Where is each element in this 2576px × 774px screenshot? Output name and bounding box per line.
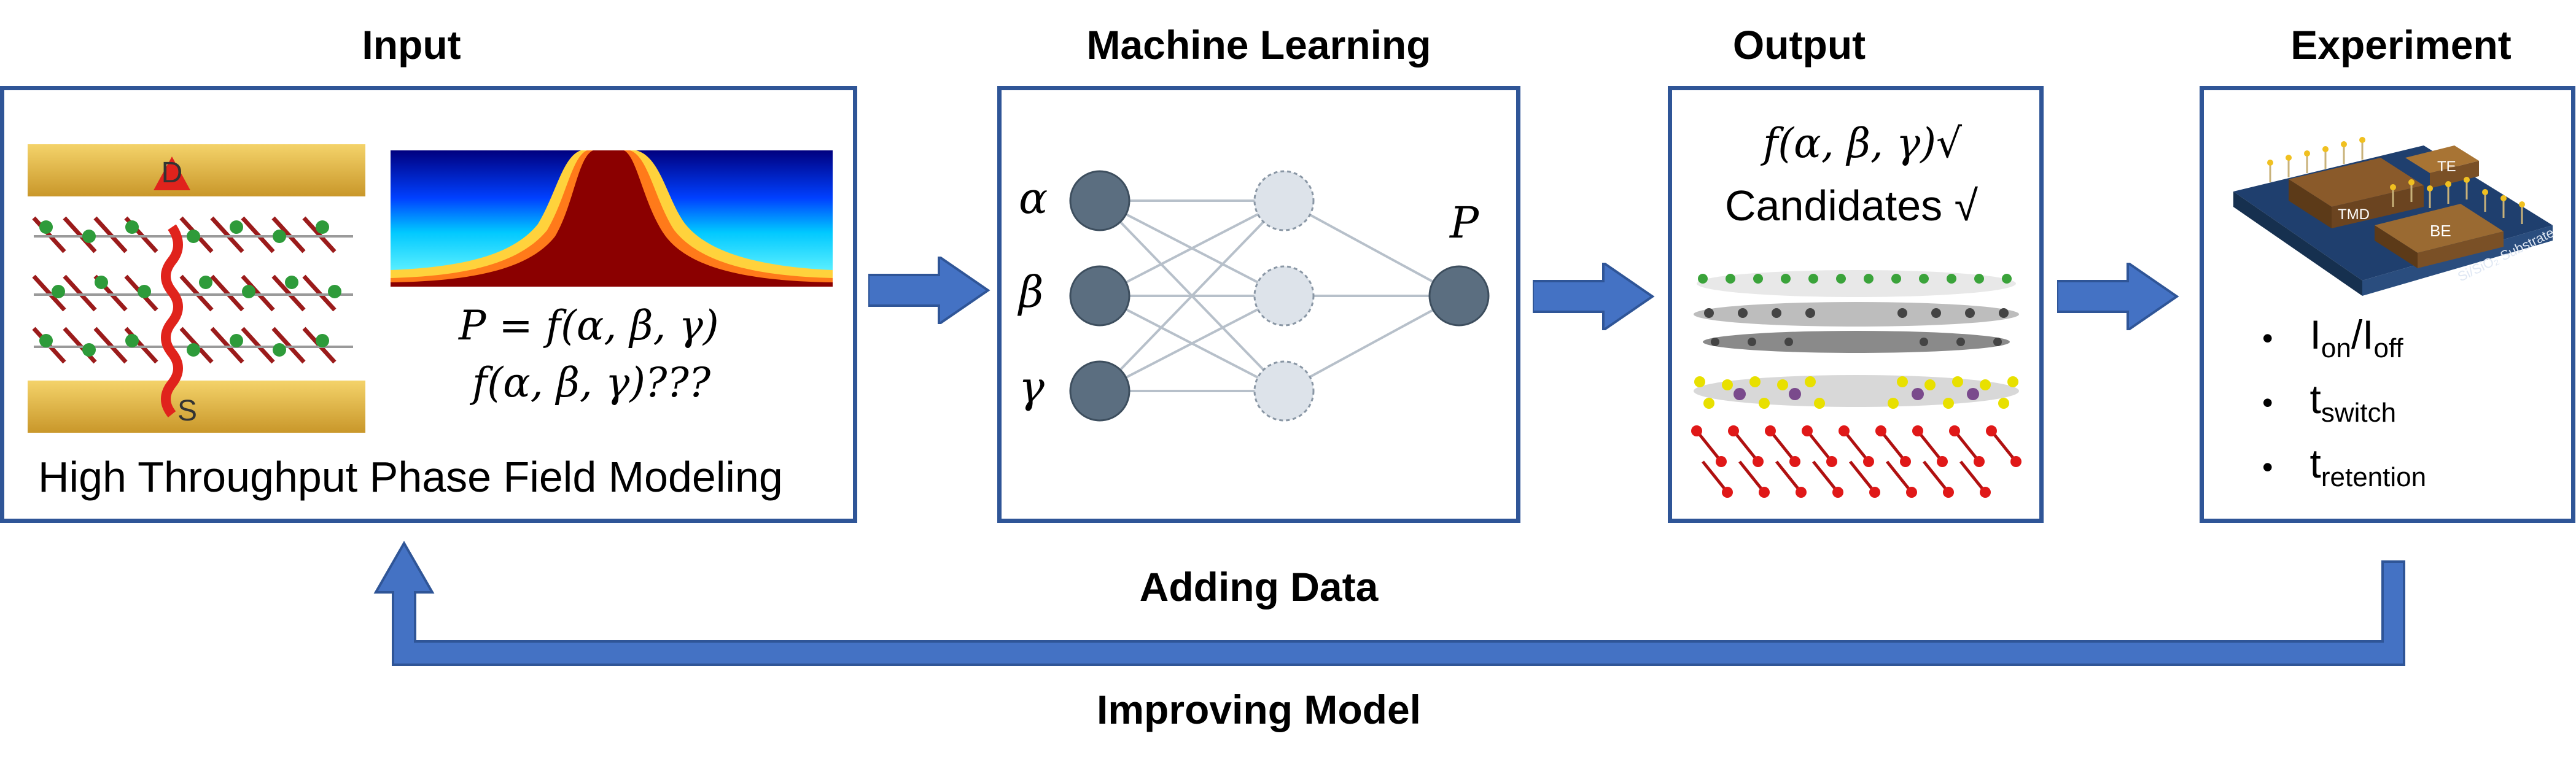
hidden-node (1253, 170, 1315, 231)
device-illustration: TE BE TMD Si/SiO₂ Substrate (2233, 137, 2556, 296)
metric-retention-time: •tretention (2262, 441, 2427, 493)
electrode-label-d: D (161, 157, 183, 189)
ml-panel: α β γ P (997, 86, 1520, 523)
output-node (1428, 265, 1490, 327)
title-input: Input (362, 22, 461, 68)
electrode-label-s: S (177, 395, 197, 427)
yellow-purple-layer (1694, 375, 2019, 409)
arrow-right-icon (2057, 263, 2179, 330)
ferroelectric-device-illustration: D S (28, 144, 365, 433)
input-node-alpha (1069, 170, 1130, 231)
label-alpha: α (1019, 173, 1048, 223)
device-label-tmd: TMD (2338, 206, 2370, 223)
output-function: f(α, β, γ)√ (1763, 120, 1963, 167)
phase-field-map (391, 150, 833, 287)
equation-unknown: f(α, β, γ)??? (472, 359, 711, 406)
arrow-right-icon (1533, 263, 1655, 330)
feedback-label-improving-model: Improving Model (1097, 687, 1421, 732)
neural-network (1069, 170, 1490, 422)
output-candidates: Candidates √ (1725, 182, 1979, 230)
title-experiment: Experiment (2290, 22, 2512, 68)
label-gamma: γ (1019, 362, 1045, 412)
title-output: Output (1732, 22, 1866, 68)
green-layer (1697, 270, 2016, 297)
arrow-right-icon (868, 257, 990, 324)
crystal-lattice (32, 216, 353, 364)
label-p: P (1450, 198, 1479, 248)
input-node-beta (1069, 265, 1130, 327)
label-beta: β (1019, 267, 1044, 317)
feedback-label-adding-data: Adding Data (1139, 564, 1379, 610)
title-machine-learning: Machine Learning (1086, 22, 1431, 68)
equation-p: P = f(α, β, γ) (459, 302, 719, 349)
heterostructure-illustration (1691, 270, 2021, 498)
hidden-node (1253, 265, 1315, 327)
gray-layer (1694, 302, 2019, 353)
device-label-be: BE (2430, 222, 2451, 240)
top-electrode (28, 144, 365, 196)
red-layer (1695, 430, 2017, 493)
input-node-gamma (1069, 360, 1130, 422)
output-panel: f(α, β, γ)√ Candidates √ (1668, 86, 2044, 523)
input-panel: D S P = f(α, β, γ) f(α, β, γ)??? High Th… (0, 86, 857, 523)
metric-on-off-ratio: •Ion/Ioff (2262, 312, 2403, 364)
input-caption: High Throughput Phase Field Modeling (38, 453, 783, 501)
experiment-panel: TE BE TMD Si/SiO₂ Substrate •Ion/Ioff •t… (2200, 86, 2575, 523)
polarization-arrow-icon (161, 224, 183, 417)
metric-switch-time: •tswitch (2262, 376, 2397, 428)
hidden-node (1253, 360, 1315, 422)
bottom-electrode (28, 381, 365, 433)
device-label-te: TE (2437, 158, 2456, 175)
